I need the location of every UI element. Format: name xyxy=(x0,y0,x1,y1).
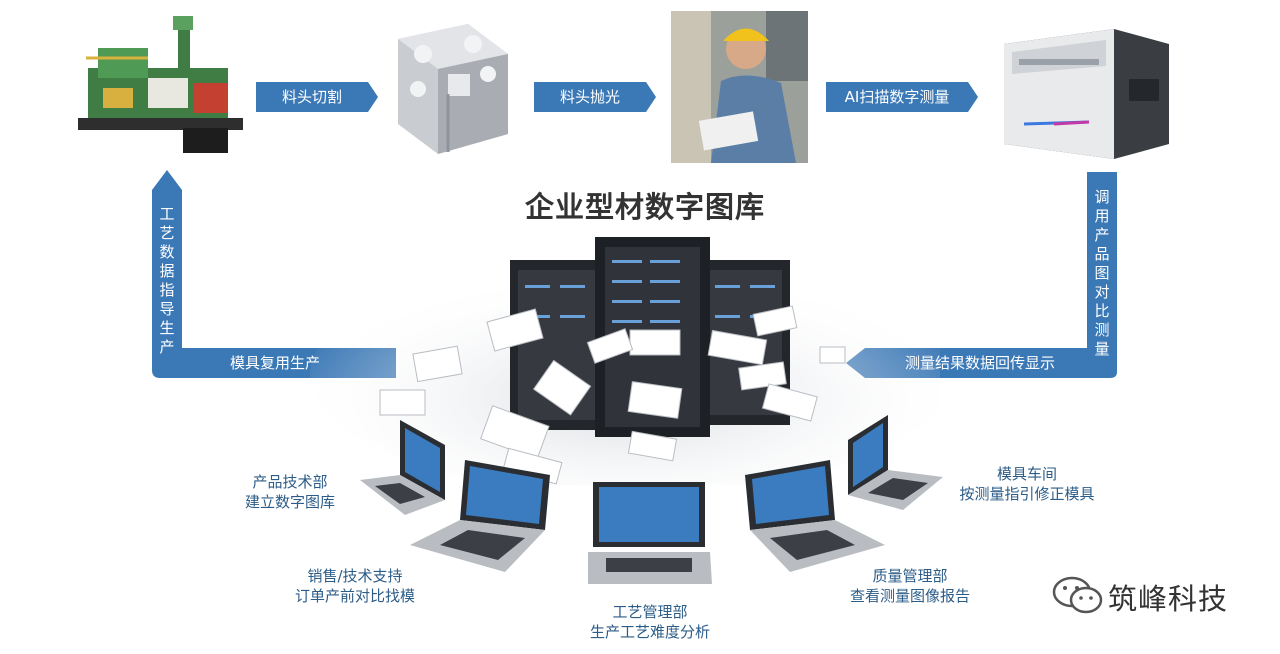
dept-desc: 建立数字图库 xyxy=(244,493,335,511)
drawing-sheet-icon xyxy=(412,345,463,383)
laptop-icon xyxy=(588,482,712,584)
dept-desc: 按测量指引修正模具 xyxy=(959,485,1095,503)
scanner-device-icon xyxy=(1004,29,1169,159)
label-right-vertical: 调用产品图对比测量 xyxy=(1094,188,1110,358)
dept-name: 工艺管理部 xyxy=(612,603,688,621)
laptop-icon xyxy=(410,460,550,572)
label-polish: 料头抛光 xyxy=(559,88,620,106)
dept-name: 质量管理部 xyxy=(872,567,948,585)
worker-photo-icon xyxy=(671,11,808,163)
drawing-sheet-icon xyxy=(379,389,426,416)
dept-process-mgmt: 工艺管理部 生产工艺难度分析 xyxy=(575,602,725,642)
drawing-sheet-icon xyxy=(627,381,683,419)
dept-quality-mgmt: 质量管理部 查看测量图像报告 xyxy=(830,566,990,606)
drawing-sheet-icon xyxy=(532,359,592,416)
dept-sales-support: 销售/技术支持 订单产前对比找模 xyxy=(280,566,430,606)
drawing-sheet-icon xyxy=(738,361,787,391)
drawing-sheet-icon xyxy=(586,328,634,364)
dept-desc: 订单产前对比找模 xyxy=(294,587,415,605)
dept-desc: 查看测量图像报告 xyxy=(849,587,970,605)
drawing-sheet-icon xyxy=(707,329,768,366)
laptop-icon xyxy=(745,460,885,572)
label-scan: AI扫描数字测量 xyxy=(844,88,950,106)
dept-name: 销售/技术支持 xyxy=(307,567,403,585)
server-cluster xyxy=(310,237,940,485)
arrow-cut xyxy=(256,82,378,112)
label-result-feedback: 测量结果数据回传显示 xyxy=(904,354,1055,372)
drawing-sheet-icon xyxy=(629,329,681,356)
drawing-sheet-icon xyxy=(761,383,818,422)
page-title: 企业型材数字图库 xyxy=(524,190,765,224)
dept-desc: 生产工艺难度分析 xyxy=(589,623,710,641)
drawing-sheet-icon xyxy=(627,430,678,462)
dept-name: 模具车间 xyxy=(996,465,1057,483)
wechat-icon xyxy=(1052,576,1103,614)
dept-mold-workshop: 模具车间 按测量指引修正模具 xyxy=(942,464,1112,504)
label-mold-reuse: 模具复用生产 xyxy=(229,354,320,372)
laptop-icon xyxy=(848,415,943,510)
drawing-sheet-icon xyxy=(819,346,846,364)
arrow-scan xyxy=(826,82,978,112)
laptop-icon xyxy=(360,420,445,515)
drawing-sheet-icon xyxy=(486,308,544,352)
drawing-sheet-icon xyxy=(752,305,798,337)
label-cut: 料头切割 xyxy=(281,88,342,106)
label-left-vertical: 工艺数据指导生产 xyxy=(159,205,175,356)
dept-product-tech: 产品技术部 建立数字图库 xyxy=(225,472,355,512)
arrow-polish xyxy=(534,82,656,112)
extrusion-machine-icon xyxy=(78,16,243,153)
brand-name: 筑峰科技 xyxy=(1108,582,1229,616)
aluminum-profile-icon xyxy=(398,24,508,154)
dept-name: 产品技术部 xyxy=(252,473,328,491)
